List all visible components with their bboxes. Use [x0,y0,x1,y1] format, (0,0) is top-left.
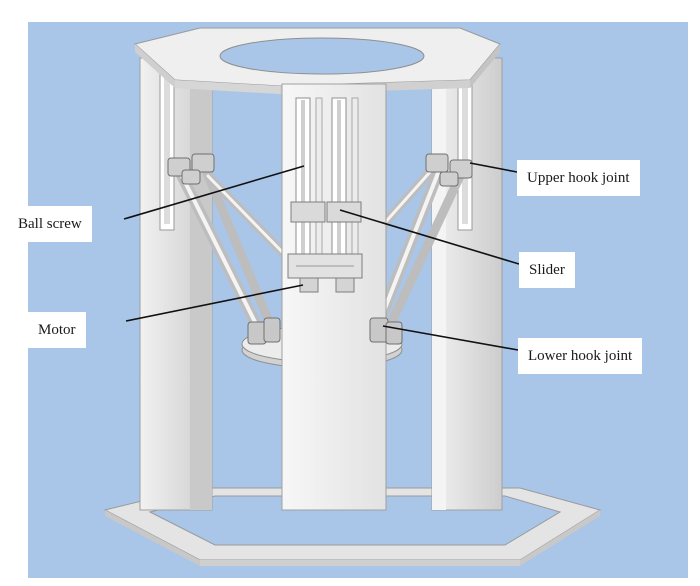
leader-motor [125,284,304,322]
label-ball-screw: Ball screw [8,206,92,242]
right-column [431,57,503,511]
leader-lines [123,162,520,351]
leader-upper-hook-joint [469,162,518,173]
label-motor: Motor [28,312,86,348]
center-column [281,83,387,511]
label-lower-hook-joint: Lower hook joint [518,338,643,374]
top-plate [133,27,501,94]
leader-lower-hook-joint [382,325,519,351]
label-upper-hook-joint: Upper hook joint [517,160,640,196]
top-plate-opening [219,37,425,75]
leader-ball-screw [123,165,305,220]
left-column [139,57,213,511]
lower-hook-joints [247,317,403,345]
upper-hook-joints [167,153,473,187]
leader-slider [339,209,520,265]
label-slider: Slider [519,252,575,288]
right-arm-inner [383,171,465,335]
left-arm-inner [200,163,275,329]
slider-block-left [290,201,326,223]
